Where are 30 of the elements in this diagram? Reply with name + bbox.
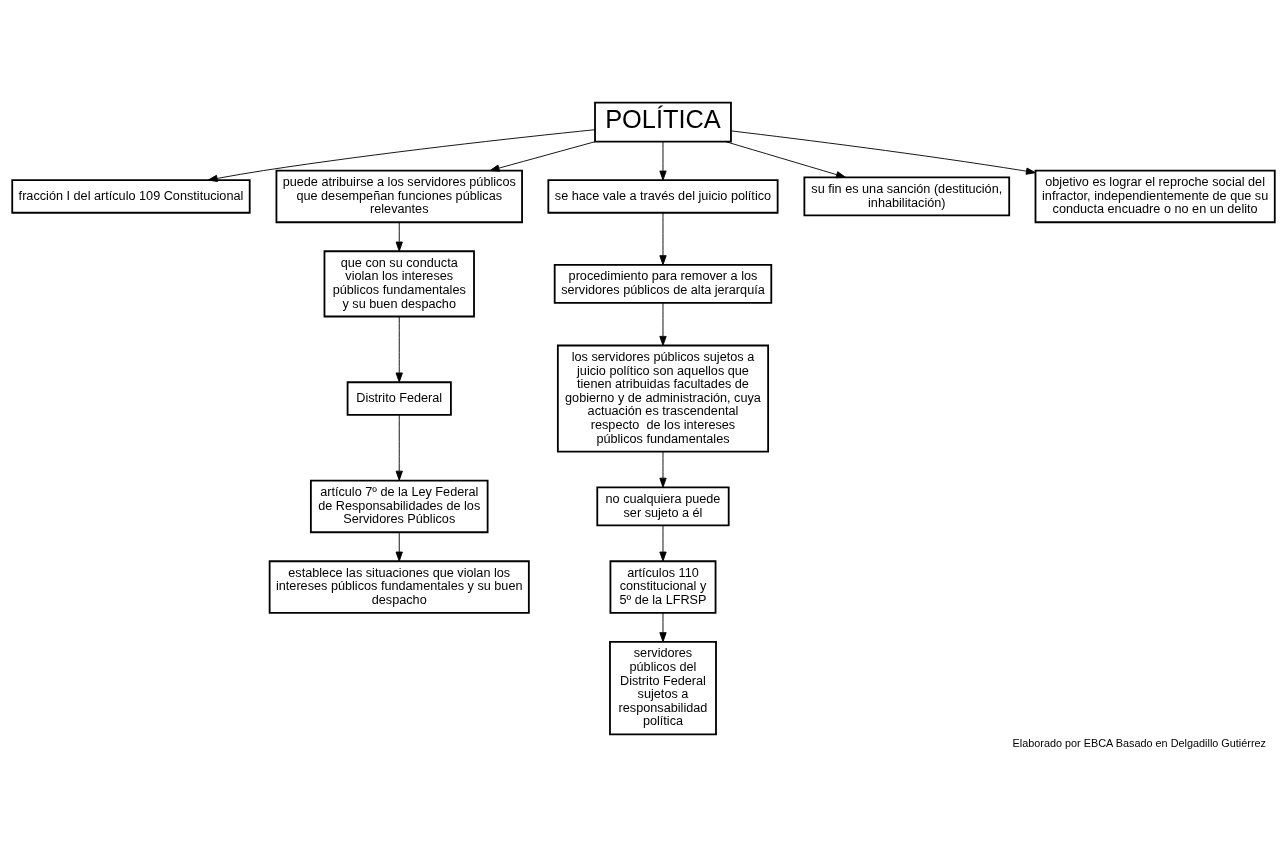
arrow	[395, 221, 403, 252]
node-box: puede atribuirse a los servidores públicos que desempeñan funciones públicas relevantes	[275, 169, 523, 223]
arrow	[659, 212, 667, 265]
arrow	[207, 128, 596, 182]
node-box: fracción I del artículo 109 Constitucional	[11, 178, 251, 214]
arrow	[659, 301, 667, 346]
caption: Elaborado por EBCA Basado en Delgadillo Gutiérrez	[1012, 736, 1267, 749]
arrow	[395, 413, 403, 481]
node-box: objetivo es lograr el reproche social del infractor, independientemente de que su conducta encuadre o no en un delito	[1034, 169, 1276, 223]
arrow	[659, 612, 667, 642]
node-box: artículos 110 constitucional y 5º de la LFRSP	[609, 559, 717, 614]
node-box: Distrito Federal	[346, 380, 452, 416]
arrow	[659, 140, 667, 181]
node-box: se hace vale a través del juicio político	[547, 178, 779, 214]
arrow	[395, 531, 403, 562]
node-box: establece las situaciones que violan los intereses públicos fundamentales y su buen despacho	[268, 559, 530, 614]
arrow	[730, 129, 1036, 175]
arrow	[395, 315, 403, 382]
node-box: procedimiento para remover a los servidores públicos de alta jerarquía	[553, 263, 773, 304]
arrow	[659, 524, 667, 562]
node-box: artículo 7º de la Ley Federal de Responsabilidades de los Servidores Públicos	[309, 479, 489, 533]
node-box: no cualquiera puede ser sujeto a él	[596, 485, 730, 526]
node-box: su fin es una sanción (destitución, inhabilitación)	[803, 176, 1011, 216]
node-box: que con su conducta violan los intereses públicos fundamentales y su buen despacho	[323, 249, 475, 317]
arrow	[659, 450, 667, 488]
node-box: POLÍTICA	[594, 101, 732, 142]
arrow	[489, 140, 596, 172]
node-box: los servidores públicos sujetos a juicio político son aquellos que tienen atribuidas facultades de gobierno y de administración, cuya actuación es trascendental respecto de los intereses públicos fundamentales	[556, 344, 770, 452]
node-box: servidores públicos del Distrito Federal sujetos a responsabilidad política	[609, 640, 717, 735]
arrow	[725, 140, 846, 178]
